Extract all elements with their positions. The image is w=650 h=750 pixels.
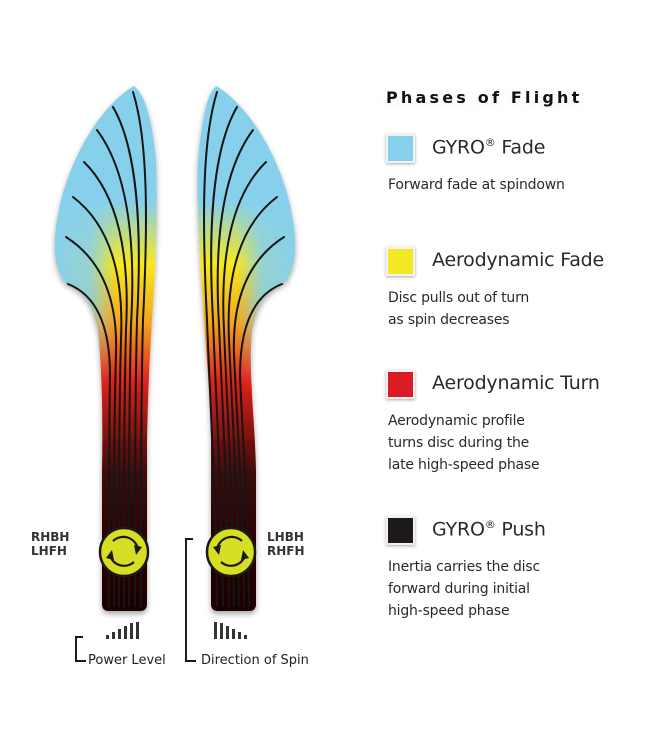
power-level-bracket bbox=[75, 636, 86, 662]
legend-item-description: Disc pulls out of turn as spin decreases bbox=[388, 290, 530, 328]
power-decreasing-bars-icon bbox=[214, 622, 247, 639]
right-hand-label: LHBH RHFH bbox=[267, 530, 305, 558]
power-increasing-bars-icon bbox=[106, 622, 139, 639]
legend-title: Phases of Flight bbox=[386, 88, 583, 107]
direction-of-spin-caption: Direction of Spin bbox=[201, 653, 309, 668]
direction-of-spin-bracket bbox=[185, 538, 196, 662]
gyro-fade-swatch-icon bbox=[386, 134, 415, 163]
legend-item-label: GYRO® Push bbox=[432, 518, 546, 541]
legend-item-label: GYRO® Fade bbox=[432, 136, 546, 159]
left-hand-label: RHBH LHFH bbox=[31, 530, 70, 558]
legend-item-description: Aerodynamic profile turns disc during th… bbox=[388, 413, 540, 473]
gyro-push-swatch-icon bbox=[386, 516, 415, 545]
power-level-caption: Power Level bbox=[88, 653, 166, 668]
legend-item-description: Forward fade at spindown bbox=[388, 177, 565, 193]
aerodynamic-turn-swatch-icon bbox=[386, 370, 415, 399]
aerodynamic-fade-swatch-icon bbox=[386, 247, 415, 276]
phases-legend: Phases of Flight GYRO® Fade Forward fade… bbox=[386, 88, 646, 619]
legend-item-description: Inertia carries the disc forward during … bbox=[388, 559, 540, 619]
left-flight-lines bbox=[65, 91, 147, 607]
spin-badge-clockwise bbox=[98, 526, 150, 578]
right-flight-path bbox=[197, 86, 296, 639]
left-flight-path bbox=[54, 86, 157, 639]
spin-badge-counterclockwise bbox=[205, 526, 257, 578]
legend-item-label: Aerodynamic Turn bbox=[432, 372, 600, 394]
flight-path-diagram bbox=[54, 86, 296, 662]
legend-item-label: Aerodynamic Fade bbox=[432, 249, 605, 271]
right-flight-lines bbox=[203, 91, 285, 607]
